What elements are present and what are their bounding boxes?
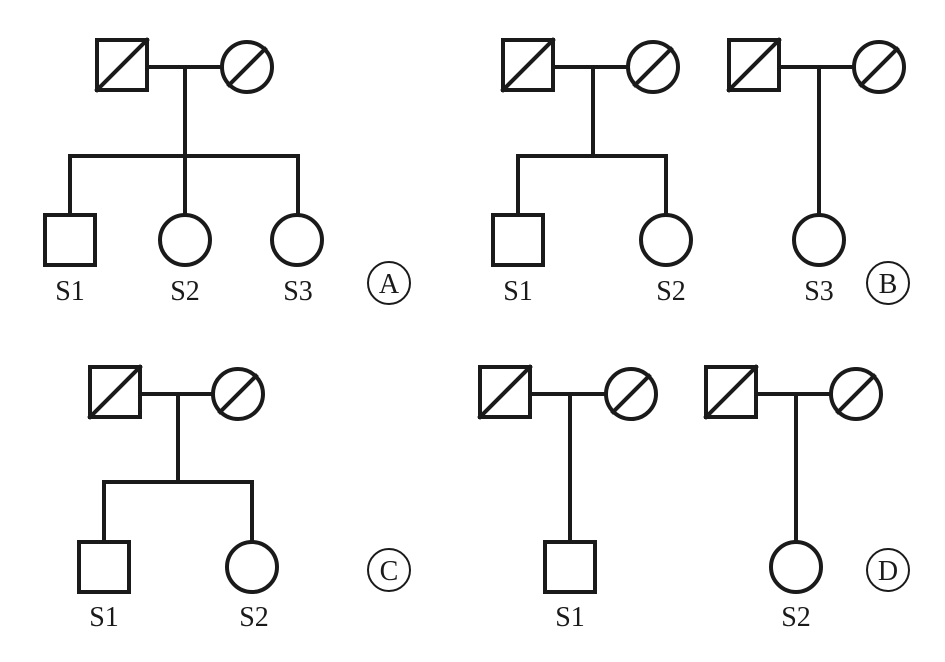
panel-a: S1 S2 S3 A [43, 37, 411, 307]
child-label: S1 [555, 602, 585, 633]
daughter-circle [639, 213, 693, 267]
affected-slash [477, 364, 533, 420]
child-label: S2 [656, 276, 686, 307]
panel-badge-label: B [879, 269, 898, 300]
affected-slash [703, 364, 759, 420]
panel-badge-circle [367, 548, 411, 592]
affected-slash [726, 37, 782, 93]
child-label: S1 [89, 602, 119, 633]
panel-badge-label: D [878, 556, 898, 587]
child-label: S3 [804, 276, 834, 307]
panel-c: S1 S2 C [77, 364, 411, 633]
child-label: S2 [239, 602, 269, 633]
daughter-circle [270, 213, 324, 267]
affected-slash [835, 373, 877, 415]
son-square [543, 540, 597, 594]
daughter-circle [792, 213, 846, 267]
panel-badge-circle [866, 261, 910, 305]
son-square [491, 213, 545, 267]
child-label: S3 [283, 276, 313, 307]
affected-slash [632, 46, 674, 88]
son-square [43, 213, 97, 267]
daughter-circle [158, 213, 212, 267]
daughter-circle [225, 540, 279, 594]
panel-badge-label: C [380, 556, 399, 587]
panel-badge-label: A [379, 269, 400, 300]
affected-slash [226, 46, 268, 88]
child-label: S2 [781, 602, 811, 633]
panel-b: S1 S2 S3 B [491, 37, 910, 307]
daughter-circle [769, 540, 823, 594]
panel-badge-circle [367, 261, 411, 305]
panel-d: S1 S2 D [477, 364, 910, 633]
affected-slash [94, 37, 150, 93]
affected-slash [217, 373, 259, 415]
child-label: S1 [503, 276, 533, 307]
son-square [77, 540, 131, 594]
affected-slash [858, 46, 900, 88]
affected-slash [610, 373, 652, 415]
affected-slash [500, 37, 556, 93]
affected-slash [87, 364, 143, 420]
child-label: S2 [170, 276, 200, 307]
panel-badge-circle [866, 548, 910, 592]
child-label: S1 [55, 276, 85, 307]
